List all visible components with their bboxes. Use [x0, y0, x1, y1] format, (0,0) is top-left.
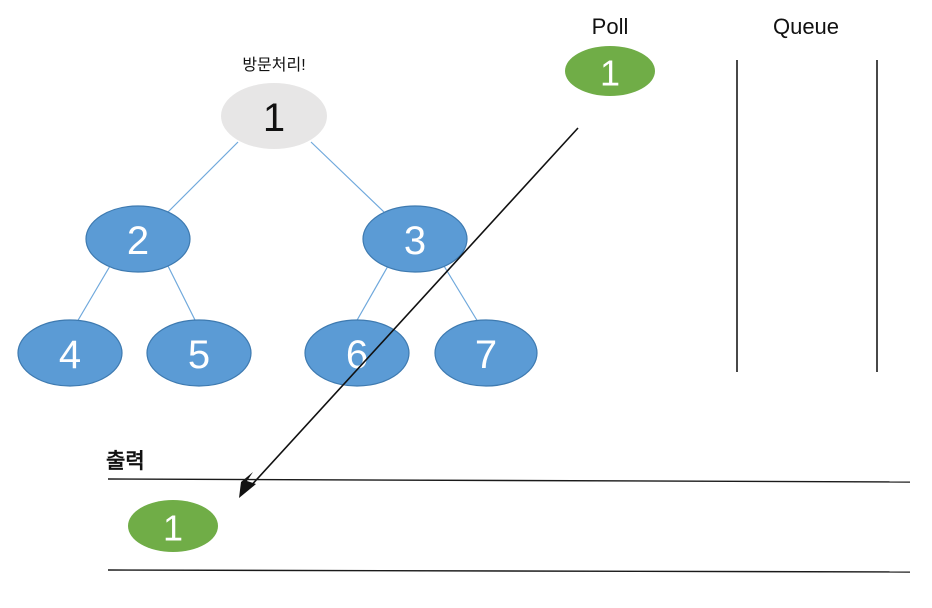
edge-2-5 — [167, 265, 197, 323]
tree-node-1[interactable]: 1 — [221, 83, 327, 149]
output-item-label: 1 — [163, 508, 183, 549]
poll-title: Poll — [592, 14, 629, 39]
node-7-shape[interactable] — [434, 319, 538, 387]
node-3-label: 3 — [404, 219, 426, 263]
node-4-label: 4 — [59, 333, 81, 377]
node-6-shape[interactable] — [304, 319, 410, 387]
poll-node-label: 1 — [600, 53, 620, 94]
tree-node-6[interactable]: 6 — [304, 319, 410, 387]
edge-2-4 — [76, 265, 111, 323]
tree-node-3[interactable]: 3 — [362, 205, 468, 273]
output-top-rail — [107, 478, 911, 483]
flow-arrow-head — [239, 472, 256, 498]
output-bottom-rail — [107, 569, 911, 573]
node-4-shape[interactable] — [17, 319, 123, 387]
tree-node-7[interactable]: 7 — [434, 319, 538, 387]
poll-to-output-arrow — [239, 127, 579, 498]
tree-edges — [76, 141, 479, 323]
tree-node-5[interactable]: 5 — [146, 319, 252, 387]
edge-3-7 — [443, 265, 479, 323]
node-3-shape[interactable] — [362, 205, 468, 273]
node-5-label: 5 — [188, 333, 210, 377]
queue-title: Queue — [773, 14, 839, 39]
poll-node-shape[interactable] — [565, 46, 655, 96]
output-item[interactable]: 1 — [128, 500, 218, 552]
node-6-label: 6 — [346, 333, 368, 377]
node-2-shape[interactable] — [85, 205, 191, 273]
flow-arrow-line — [247, 127, 579, 490]
output-container — [107, 478, 911, 573]
tree-node-4[interactable]: 4 — [17, 319, 123, 387]
edge-1-3 — [310, 141, 385, 213]
node-2-label: 2 — [127, 219, 149, 263]
node-1-label: 1 — [263, 96, 285, 140]
tree-node-2[interactable]: 2 — [85, 205, 191, 273]
edge-1-2 — [167, 141, 239, 213]
node-7-label: 7 — [475, 333, 497, 377]
edge-3-6 — [355, 265, 389, 323]
queue-container — [736, 60, 878, 372]
poll-node[interactable]: 1 — [565, 46, 655, 96]
node-1-shape[interactable] — [221, 83, 327, 149]
node-5-shape[interactable] — [146, 319, 252, 387]
visited-caption: 방문처리! — [242, 56, 305, 74]
output-item-shape[interactable] — [128, 500, 218, 552]
output-title: 출력 — [106, 450, 145, 473]
